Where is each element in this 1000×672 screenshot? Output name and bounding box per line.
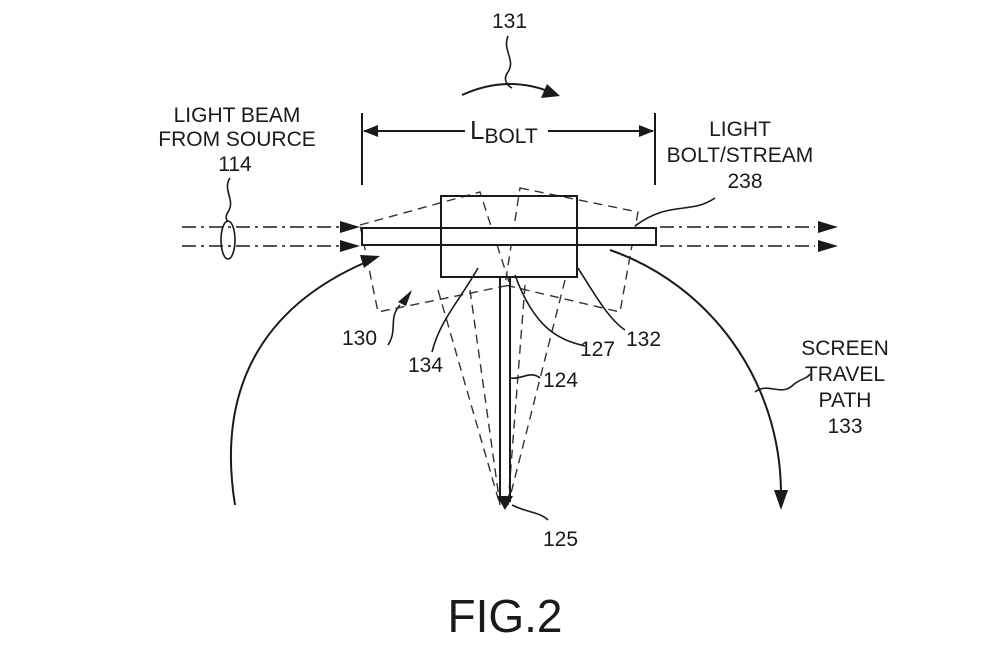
incoming-light-beams (182, 177, 360, 260)
label-light-beam-line2: FROM SOURCE (158, 128, 316, 151)
length-dimension (361, 113, 656, 185)
figure-caption: FIG.2 (447, 590, 562, 642)
label-133: 133 (827, 415, 862, 438)
leader-lines (387, 197, 716, 521)
label-130: 130 (342, 327, 377, 350)
label-screen-line3: PATH (819, 389, 872, 412)
label-238: 238 (727, 170, 762, 193)
label-screen-line2: TRAVEL (805, 363, 885, 386)
label-127: 127 (580, 338, 615, 361)
rotation-arrow-131 (461, 35, 560, 98)
outgoing-light-beams (660, 221, 838, 252)
label-114: 114 (218, 153, 252, 176)
screen-travel-path (230, 249, 811, 510)
label-124: 124 (543, 369, 578, 392)
label-131: 131 (492, 10, 527, 33)
label-light-bolt-line2: BOLT/STREAM (667, 144, 814, 167)
light-bolt-assembly (361, 195, 657, 510)
label-l-bolt: LBOLT (470, 115, 538, 148)
label-bolt-subscript: BOLT (484, 125, 537, 148)
label-screen-line1: SCREEN (801, 337, 889, 360)
label-light-beam-line1: LIGHT BEAM (174, 104, 301, 127)
label-light-bolt-line1: LIGHT (709, 118, 771, 141)
label-134: 134 (408, 354, 443, 377)
label-l: L (470, 115, 484, 145)
label-125: 125 (543, 528, 578, 551)
label-132: 132 (626, 328, 661, 351)
